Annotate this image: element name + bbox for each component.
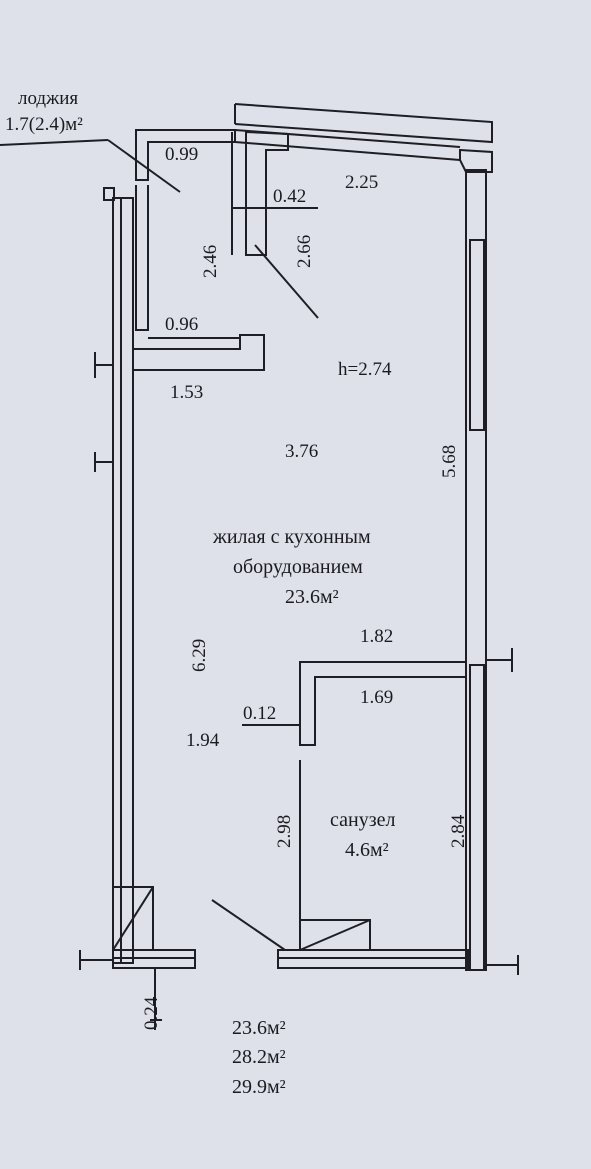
bathroom-name: санузел	[330, 809, 395, 831]
dim-2-66: 2.66	[294, 235, 315, 268]
pier-leader	[254, 244, 319, 319]
dim-6-29: 6.29	[189, 639, 210, 672]
bathroom-partition	[242, 661, 467, 950]
total-area-living: 23.6м²	[232, 1017, 286, 1039]
loggia-leader	[0, 139, 109, 146]
door-leader	[211, 899, 286, 951]
dim-2-84: 2.84	[448, 814, 469, 848]
dim-0-42: 0.42	[273, 186, 306, 207]
loggia-pier-wall	[231, 130, 318, 256]
dim-2-46: 2.46	[200, 245, 221, 278]
left-outer-wall	[79, 187, 134, 970]
ceiling-height: h=2.74	[338, 359, 392, 380]
dim-5-68: 5.68	[439, 445, 460, 478]
dim-0-24: 0.24	[141, 996, 162, 1030]
dim-1-69: 1.69	[360, 687, 393, 708]
right-outer-wall	[459, 148, 519, 975]
ventilation-shaft-left	[112, 886, 154, 951]
dim-2-25: 2.25	[345, 172, 378, 193]
bathroom-area: 4.6м²	[345, 839, 389, 861]
living-room-area: 23.6м²	[285, 586, 339, 608]
dim-0-96: 0.96	[165, 314, 198, 335]
dim-0-12: 0.12	[243, 703, 276, 724]
total-area-apartment: 28.2м²	[232, 1046, 286, 1068]
dim-0-99: 0.99	[165, 144, 198, 165]
loggia-leader-2	[107, 139, 181, 193]
dim-1-53: 1.53	[170, 382, 203, 403]
total-area-with-loggia: 29.9м²	[232, 1076, 286, 1098]
loggia-label: лоджия	[18, 88, 78, 109]
loggia-area: 1.7(2.4)м²	[5, 114, 83, 135]
dim-1-82: 1.82	[360, 626, 393, 647]
loggia-parapet	[135, 103, 493, 331]
living-room-name-2: оборудованием	[233, 556, 363, 578]
dim-3-76: 3.76	[285, 441, 318, 462]
loggia-bottom-wall	[133, 334, 265, 371]
bottom-wall	[112, 949, 469, 1030]
dim-1-94: 1.94	[186, 730, 220, 751]
ventilation-shaft-bath	[299, 919, 371, 951]
living-room-name-1: жилая с кухонным	[212, 526, 371, 548]
dim-2-98: 2.98	[274, 815, 295, 848]
